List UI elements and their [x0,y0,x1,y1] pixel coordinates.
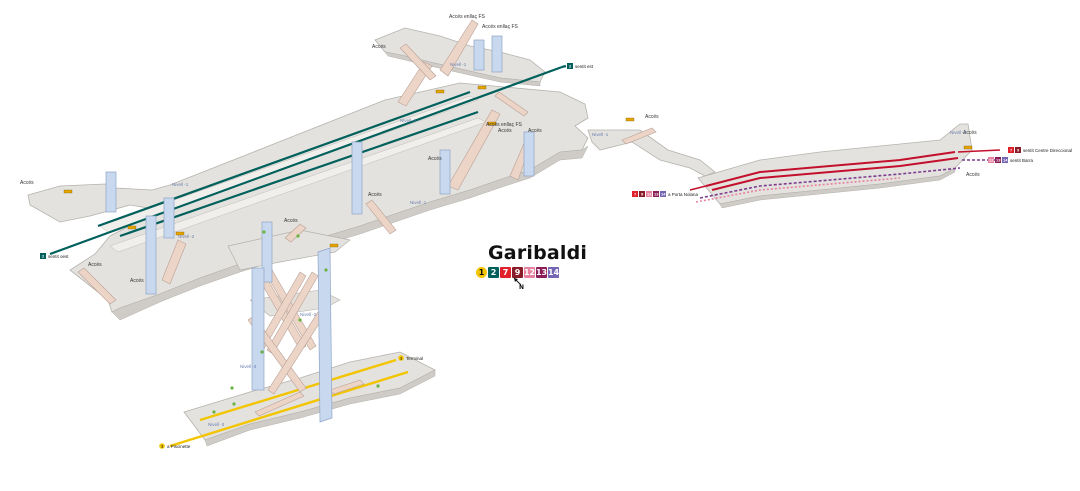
svg-text:9: 9 [641,192,644,197]
dir-l1-piscinette: a Piscinette [167,444,191,449]
level-label: Nivell -1 [400,118,417,123]
level-label: Nivell -3 [240,364,257,369]
ticket-barriers [63,85,973,248]
svg-text:13: 13 [654,192,659,197]
line-badge-14: 14 [547,267,560,278]
label-acces-6: Accés [428,156,442,162]
dir-rail-south: sentit Barra [1010,158,1034,163]
level-label: Nivell -1 [410,200,427,205]
line-badge-1: 1 [476,267,487,278]
level-label: Nivell -1 [450,62,467,67]
svg-text:13: 13 [996,158,1001,163]
label-acces-4: Accés [645,114,659,120]
line-badge-12: 12 [523,267,536,278]
level-label: Nivell -2 [178,234,195,239]
level-labels: Nivell -1 Nivell -1 Nivell -1 Nivell -1 … [172,62,967,427]
svg-text:12: 12 [989,158,994,163]
svg-text:12: 12 [647,192,652,197]
label-acces-1: Accés [372,44,386,50]
direction-labels: 2 sentit est 2 sentit oest 1 Terminal 1 … [40,63,1072,449]
level-label: Nivell -2 [950,130,967,135]
label-acces-fs-2: Accés enllaç FS [482,24,519,30]
lift-shafts [105,35,535,423]
label-acces-11: Accés [963,130,977,136]
dir-l1-terminal: Terminal [406,356,423,361]
north-label: N [519,284,525,291]
label-acces-5: Accés [20,180,34,186]
station-name: Garibaldi [488,242,588,264]
label-acces-2: Accés [498,128,512,134]
svg-text:14: 14 [661,192,666,197]
upper-concourse [27,27,589,321]
line-badge-7: 7 [500,267,511,278]
dir-l2-west: sentit oest [48,254,69,259]
dir-rail-north: sentit Centre Direccional [1023,148,1072,153]
svg-text:1: 1 [161,444,164,449]
line-badge-13: 13 [535,267,548,278]
label-acces-fs-3: Accés enllaç FS [486,122,523,128]
exit-markers [212,230,380,414]
line-badge-2: 2 [488,267,499,278]
level-label: Nivell -1 [172,182,189,187]
dir-l2-east: sentit est [575,64,594,69]
dir-rail-west: a Porta Nolana [668,192,699,197]
svg-text:1: 1 [400,356,403,361]
level-label: Nivell -1 [592,132,609,137]
line-badge-9: 9 [512,267,523,278]
label-acces-8: Accés [284,218,298,224]
line2-tracks [49,64,567,256]
svg-text:2: 2 [569,64,572,69]
access-labels: Accés enllaç FS Accés enllaç FS Accés Ac… [20,14,980,284]
svg-text:7: 7 [634,192,637,197]
label-acces-12: Accés [966,172,980,178]
svg-text:7: 7 [1010,148,1013,153]
north-arrow-icon [513,277,522,286]
svg-text:14: 14 [1003,158,1008,163]
svg-text:9: 9 [1017,148,1020,153]
level-label: Nivell -3 [208,422,225,427]
label-acces-fs-1: Accés enllaç FS [449,14,486,20]
label-acces-10: Accés [130,278,144,284]
level-label: Nivell -2 [300,312,317,317]
svg-text:2: 2 [42,254,45,259]
label-acces-9: Accés [88,262,102,268]
east-connection [587,123,1001,209]
label-acces-7: Accés [368,192,382,198]
label-acces-3: Accés [528,128,542,134]
